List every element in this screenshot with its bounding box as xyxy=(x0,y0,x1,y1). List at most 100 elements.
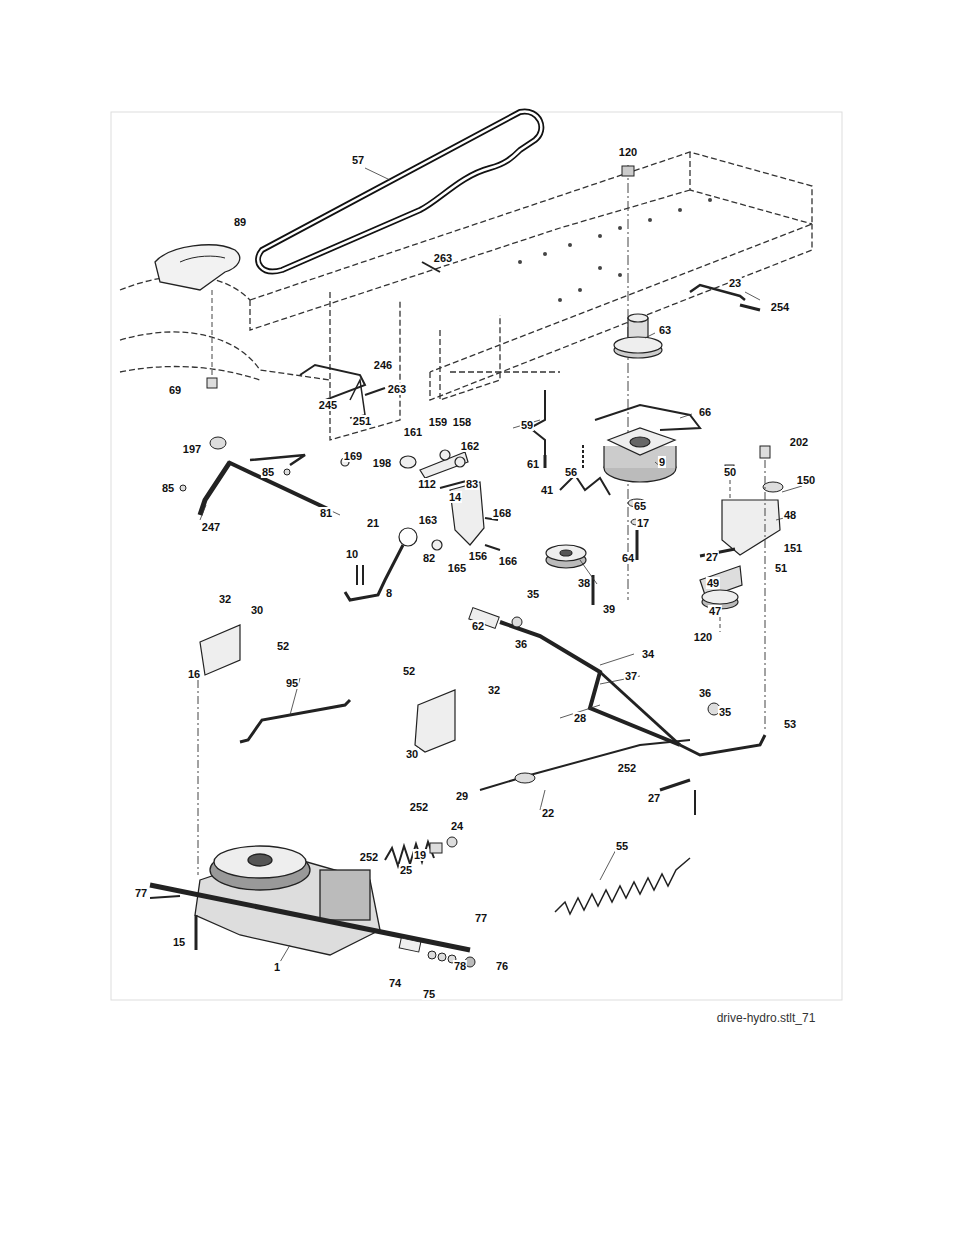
callout-number: 65 xyxy=(633,500,647,512)
callout-number: 48 xyxy=(783,509,797,521)
callout-number: 61 xyxy=(526,458,540,470)
rod xyxy=(500,622,680,745)
drive-belt xyxy=(258,112,541,272)
bolt xyxy=(660,780,690,790)
callout-number: 10 xyxy=(345,548,359,560)
screw xyxy=(362,565,364,585)
callout-number: 16 xyxy=(187,668,201,680)
linkage xyxy=(341,450,484,550)
lever xyxy=(250,455,305,465)
bracket xyxy=(350,380,365,418)
screw xyxy=(356,565,358,585)
washer xyxy=(447,837,457,847)
callout-number: 21 xyxy=(366,517,380,529)
axis-line xyxy=(730,480,731,500)
bolt xyxy=(207,378,217,388)
nut xyxy=(622,166,634,176)
bolt xyxy=(195,915,198,950)
control-rod xyxy=(480,740,690,790)
pulley xyxy=(614,314,662,358)
cable-guide xyxy=(595,405,700,430)
callout-number: 69 xyxy=(168,384,182,396)
callout-number: 36 xyxy=(514,638,528,650)
plate xyxy=(415,690,455,752)
nut xyxy=(512,617,522,627)
nut xyxy=(284,469,290,475)
callout-number: 32 xyxy=(218,593,232,605)
axle xyxy=(150,885,470,950)
callout-number: 82 xyxy=(422,552,436,564)
callout-number: 197 xyxy=(182,443,202,455)
callout-number: 36 xyxy=(698,687,712,699)
panel-border xyxy=(111,112,842,1000)
callout-number: 169 xyxy=(343,450,363,462)
callout-number: 245 xyxy=(318,399,338,411)
drawing-id: drive-hydro.stlt_71 xyxy=(716,1012,817,1024)
knob xyxy=(399,528,417,546)
tractor-frame xyxy=(120,152,812,440)
callout-number: 23 xyxy=(728,277,742,289)
callout-number: 51 xyxy=(774,562,788,574)
callout-number: 30 xyxy=(405,748,419,760)
callout-number: 162 xyxy=(460,440,480,452)
bolt xyxy=(544,455,547,468)
callout-number: 64 xyxy=(621,552,635,564)
callout-number: 112 xyxy=(417,478,437,490)
callout-number: 74 xyxy=(388,977,402,989)
callout-number: 1 xyxy=(273,961,281,973)
washer xyxy=(428,951,436,959)
lever xyxy=(345,545,403,600)
cable-guide xyxy=(560,475,610,495)
callout-number: 14 xyxy=(448,491,462,503)
bolt xyxy=(365,388,385,395)
callout-number: 19 xyxy=(413,849,427,861)
callout-number: 35 xyxy=(718,706,732,718)
callout-number: 77 xyxy=(134,887,148,899)
spring xyxy=(385,842,434,866)
callout-number: 28 xyxy=(573,712,587,724)
callout-number: 49 xyxy=(706,577,720,589)
key xyxy=(150,896,180,898)
callout-number: 202 xyxy=(789,436,809,448)
bolt xyxy=(636,530,639,560)
callout-number: 52 xyxy=(276,640,290,652)
callout-number: 55 xyxy=(615,840,629,852)
callout-number: 83 xyxy=(465,478,479,490)
plate xyxy=(200,625,240,675)
callout-number: 252 xyxy=(617,762,637,774)
callout-number: 25 xyxy=(399,864,413,876)
callout-number: 166 xyxy=(498,555,518,567)
callout-number: 263 xyxy=(433,252,453,264)
callout-number: 85 xyxy=(261,466,275,478)
washer xyxy=(438,953,446,961)
callout-number: 76 xyxy=(495,960,509,972)
callout-number: 24 xyxy=(450,820,464,832)
callout-number: 52 xyxy=(402,665,416,677)
callout-number: 35 xyxy=(526,588,540,600)
spacer xyxy=(763,482,783,492)
callout-number: 198 xyxy=(372,457,392,469)
drive-belt-inner xyxy=(258,112,541,272)
callout-number: 81 xyxy=(319,507,333,519)
callout-number: 17 xyxy=(636,517,650,529)
callout-number: 66 xyxy=(698,406,712,418)
callout-number: 95 xyxy=(285,677,299,689)
callout-number: 56 xyxy=(564,466,578,478)
axis-line xyxy=(765,460,766,730)
electric-clutch xyxy=(604,428,676,482)
pulley xyxy=(546,545,586,568)
callout-number: 50 xyxy=(723,466,737,478)
callout-number: 246 xyxy=(373,359,393,371)
callout-number: 30 xyxy=(250,604,264,616)
nut xyxy=(430,843,442,853)
callout-number: 15 xyxy=(172,936,186,948)
eye-bolt xyxy=(694,790,696,815)
axis-line xyxy=(628,165,629,600)
callout-number: 75 xyxy=(422,988,436,1000)
pan xyxy=(155,245,240,290)
callout-number: 165 xyxy=(447,562,467,574)
axis-line xyxy=(198,680,199,875)
bushing xyxy=(210,437,226,449)
